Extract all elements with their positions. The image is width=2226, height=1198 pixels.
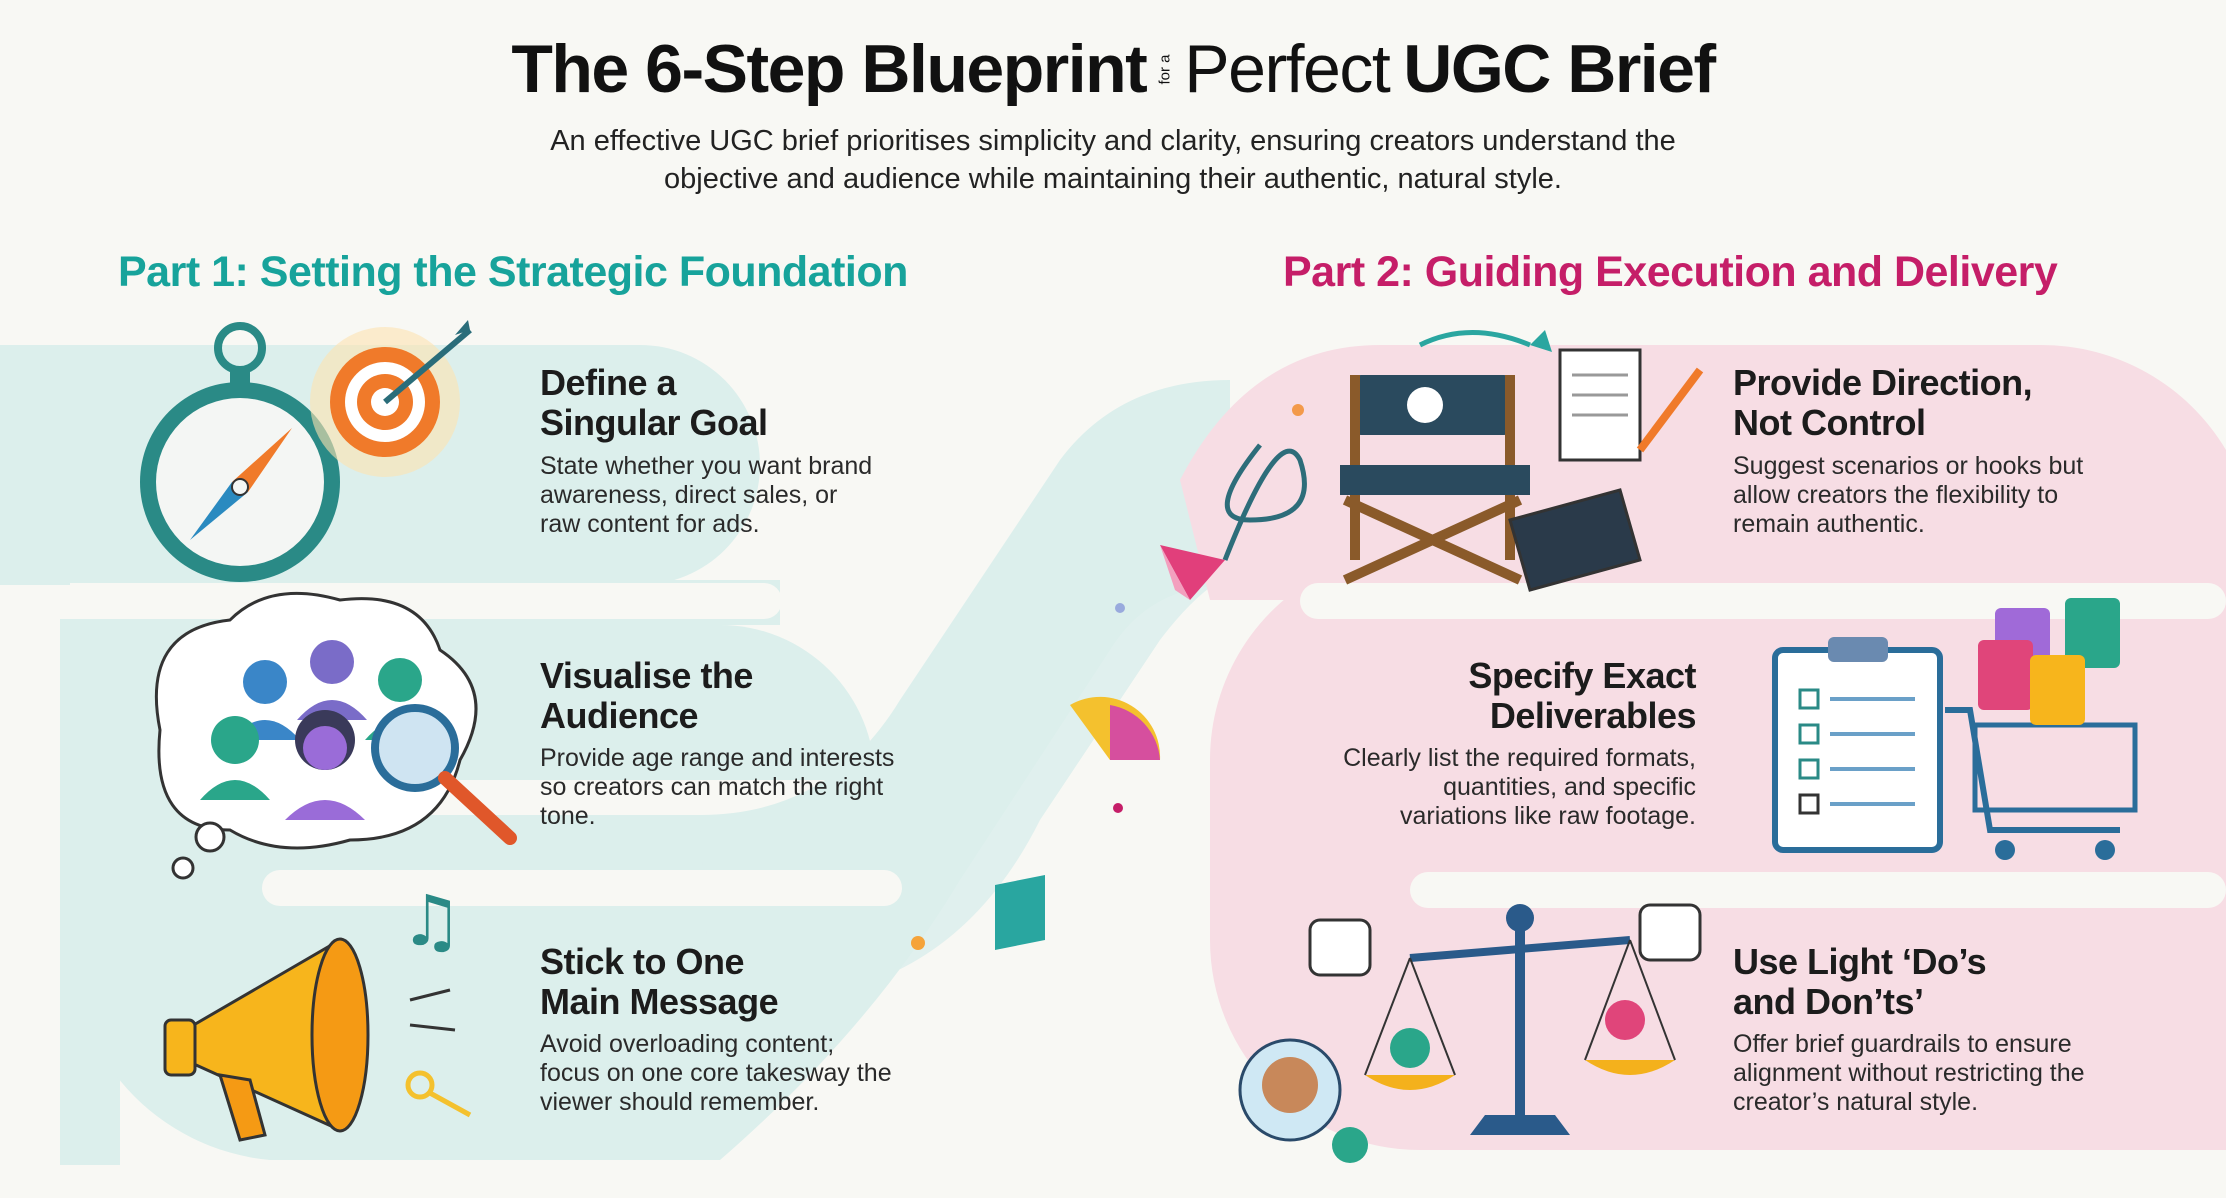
- step-6-title-line-1: Use Light ‘Do’s: [1733, 941, 1987, 982]
- step-3-title: Stick to One Main Message: [540, 941, 779, 1022]
- subtitle-line-2: objective and audience while maintaining…: [664, 163, 1562, 195]
- audience-magnifier-icon: [154, 591, 517, 880]
- step-5-desc-line-1: Clearly list the required formats,: [1343, 744, 1696, 772]
- step-1-desc-line-2: awareness, direct sales, or: [540, 481, 838, 509]
- step-6-description: Offer brief guardrails to ensure alignme…: [1733, 1030, 2085, 1117]
- step-3-title-line-1: Stick to One: [540, 941, 745, 982]
- step-2-title: Visualise the Audience: [540, 656, 753, 736]
- step-6-title: Use Light ‘Do’s and Don’ts’: [1733, 941, 1987, 1022]
- step-5-title-line-2: Deliverables: [1489, 695, 1697, 736]
- step-5-desc-line-2: quantities, and specific: [1443, 773, 1696, 801]
- step-2-desc-line-3: tone.: [540, 802, 596, 830]
- step-1-title-line-1: Define a: [540, 362, 677, 403]
- step-6-desc-line-3: creator’s natural style.: [1733, 1088, 1979, 1116]
- step-5-description: Clearly list the required formats, quant…: [1300, 744, 1696, 831]
- title-part-1: The 6-Step Blueprint: [511, 31, 1147, 107]
- step-1-desc-line-3: raw content for ads.: [540, 510, 760, 538]
- checklist-cart-icon: [1772, 598, 2138, 860]
- step-3-desc-line-1: Avoid overloading content;: [540, 1030, 835, 1058]
- step-4-title-line-1: Provide Direction,: [1733, 362, 2033, 403]
- part-1-heading: Part 1: Setting the Strategic Foundation: [118, 248, 908, 296]
- step-2-desc-line-1: Provide age range and interests: [540, 744, 895, 772]
- step-4-title: Provide Direction, Not Control: [1733, 362, 2033, 443]
- title-part-2: Perfect: [1184, 31, 1390, 107]
- step-1-title: Define a Singular Goal: [540, 363, 768, 443]
- page-title: The 6-Step Blueprint for a Perfect UGC B…: [0, 30, 2226, 108]
- step-6-desc-line-1: Offer brief guardrails to ensure: [1733, 1030, 2072, 1058]
- connector-decorations: [911, 330, 1552, 950]
- step-4-description: Suggest scenarios or hooks but allow cre…: [1733, 452, 2083, 539]
- step-1-title-line-2: Singular Goal: [540, 402, 768, 443]
- balance-scale-icon: [1238, 903, 1702, 1163]
- step-2-description: Provide age range and interests so creat…: [540, 744, 894, 831]
- title-small: for a: [1156, 53, 1174, 85]
- step-2-desc-line-2: so creators can match the right: [540, 773, 884, 801]
- step-2-title-line-1: Visualise the: [540, 655, 753, 696]
- step-4-desc-line-1: Suggest scenarios or hooks but: [1733, 452, 2084, 480]
- step-5-title: Specify Exact Deliverables: [1300, 656, 1696, 736]
- step-5-desc-line-3: variations like raw footage.: [1400, 802, 1696, 830]
- title-part-3: UGC Brief: [1403, 31, 1716, 107]
- compass-target-icon: [140, 320, 472, 582]
- step-2-title-line-2: Audience: [540, 695, 699, 736]
- step-4-title-line-2: Not Control: [1733, 402, 1926, 443]
- part-2-heading: Part 2: Guiding Execution and Delivery: [1283, 248, 2058, 296]
- svg-text:♫: ♫: [400, 880, 463, 962]
- step-5-title-line-1: Specify Exact: [1468, 655, 1696, 696]
- subtitle: An effective UGC brief prioritises simpl…: [413, 122, 1813, 198]
- step-1-desc-line-1: State whether you want brand: [540, 452, 873, 480]
- step-3-title-line-2: Main Message: [540, 981, 779, 1022]
- subtitle-line-1: An effective UGC brief prioritises simpl…: [550, 125, 1676, 157]
- step-4-desc-line-2: allow creators the flexibility to: [1733, 481, 2059, 509]
- step-6-title-line-2: and Don’ts’: [1733, 981, 1924, 1022]
- step-3-desc-line-3: viewer should remember.: [540, 1088, 820, 1116]
- step-3-desc-line-2: focus on one core takesway the: [540, 1059, 892, 1087]
- director-chair-icon: [1340, 348, 1704, 592]
- step-1-description: State whether you want brand awareness, …: [540, 452, 872, 539]
- step-4-desc-line-3: remain authentic.: [1733, 510, 1925, 538]
- step-6-desc-line-2: alignment without restricting the: [1733, 1059, 2085, 1087]
- step-3-description: Avoid overloading content; focus on one …: [540, 1030, 892, 1117]
- megaphone-icon: ♫: [163, 880, 472, 1142]
